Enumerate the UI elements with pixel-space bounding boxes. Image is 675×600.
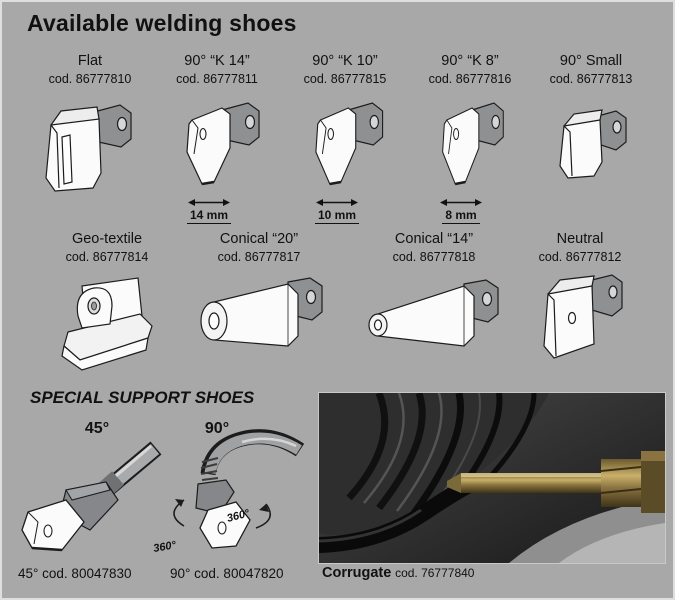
neutral-shoe-illustration — [543, 274, 623, 359]
k8-shoe-illustration — [442, 102, 504, 186]
product-code: cod. 86777814 — [65, 249, 149, 264]
conical-14-shoe-illustration — [368, 279, 499, 347]
product-code: cod. 86777812 — [538, 249, 622, 264]
product-code: cod. 86777810 — [48, 71, 132, 86]
product-code: cod. 86777815 — [303, 71, 387, 86]
dimension-k14: 14 mm — [174, 198, 244, 224]
double-arrow-icon — [188, 199, 230, 206]
caption-45: 45° cod. 80047830 — [18, 566, 132, 581]
product-label-neutral: Neutral cod. 86777812 — [505, 230, 655, 265]
product-name: 90° “K 8” — [441, 53, 499, 69]
support-shoe-90-illustration: 360° 360° — [152, 429, 305, 555]
product-label-conical-20: Conical “20” cod. 86777817 — [184, 230, 334, 265]
corrugate-code: cod. 76777840 — [395, 566, 475, 580]
geo-textile-shoe-illustration — [61, 277, 153, 371]
angle-label-90: 90° — [204, 420, 230, 437]
double-arrow-icon — [440, 199, 482, 206]
product-name: Conical “20” — [219, 231, 299, 247]
flat-shoe-illustration — [45, 104, 132, 192]
product-name: 90° “K 14” — [184, 53, 250, 69]
product-label-90-small: 90° Small cod. 86777813 — [526, 52, 656, 87]
support-shoe-45-illustration — [21, 441, 162, 552]
product-name: Conical “14” — [394, 231, 474, 247]
hose-spring-coil — [200, 457, 219, 481]
special-section-title: SPECIAL SUPPORT SHOES — [30, 388, 255, 407]
product-code: cod. 86777818 — [392, 249, 476, 264]
product-label-conical-14: Conical “14” cod. 86777818 — [359, 230, 509, 265]
dimension-text: 10 mm — [314, 208, 360, 224]
caption-90: 90° cod. 80047820 — [170, 566, 284, 581]
product-code: cod. 86777816 — [428, 71, 512, 86]
dimension-text: 8 mm — [442, 208, 480, 224]
dimension-k8: 8 mm — [426, 198, 496, 224]
product-label-flat: Flat cod. 86777810 — [25, 52, 155, 87]
product-label-geo-textile: Geo-textile cod. 86777814 — [32, 230, 182, 265]
product-name: Flat — [77, 53, 103, 69]
product-name: Geo-textile — [71, 231, 143, 247]
product-label-90-k10: 90° “K 10” cod. 86777815 — [280, 52, 410, 87]
page-title: Available welding shoes — [27, 10, 297, 36]
product-label-90-k8: 90° “K 8” cod. 86777816 — [405, 52, 535, 87]
product-name: 90° Small — [559, 53, 623, 69]
corrugate-name: Corrugate — [322, 565, 392, 581]
dimension-text: 14 mm — [186, 208, 232, 224]
rotation-label-2: 360° — [152, 539, 177, 555]
product-label-90-k14: 90° “K 14” cod. 86777811 — [152, 52, 282, 87]
angle-label-45: 45° — [84, 420, 110, 437]
product-code: cod. 86777813 — [549, 71, 633, 86]
k10-shoe-illustration — [315, 102, 384, 186]
rotation-label-1: 360° — [226, 507, 252, 525]
caption-corrugate: Corrugate cod. 76777840 — [322, 565, 474, 581]
corrugate-photo — [318, 392, 666, 564]
small-shoe-illustration — [559, 109, 627, 179]
double-arrow-icon — [316, 199, 358, 206]
product-code: cod. 86777817 — [217, 249, 301, 264]
product-code: cod. 86777811 — [176, 71, 258, 86]
product-name: 90° “K 10” — [312, 53, 378, 69]
dimension-k10: 10 mm — [302, 198, 372, 224]
conical-20-shoe-illustration — [200, 277, 323, 347]
k14-shoe-illustration — [186, 102, 260, 186]
rotation-arrow-right — [255, 503, 272, 529]
product-name: Neutral — [556, 231, 604, 247]
